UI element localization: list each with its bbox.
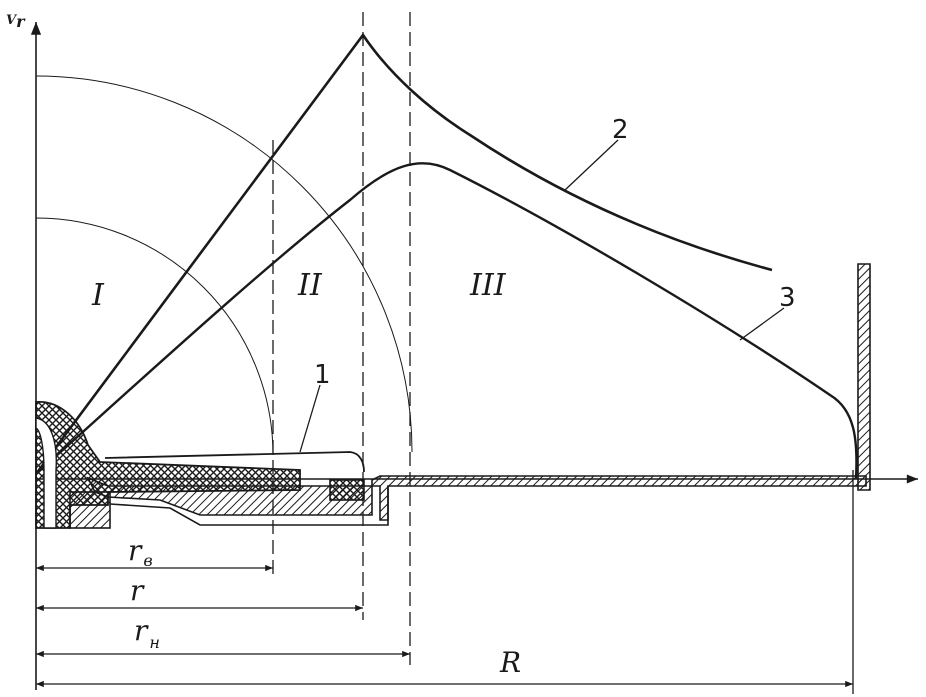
zone-label-2: II — [297, 268, 323, 303]
separator-plate — [86, 475, 867, 521]
dim-label-R: R — [499, 646, 521, 679]
leader-2 — [564, 139, 619, 191]
leader-1 — [299, 384, 321, 453]
velocity-curve-3 — [35, 162, 858, 480]
zone-label-1: I — [91, 278, 105, 313]
curve-label-2: 2 — [612, 115, 629, 145]
leader-3 — [739, 307, 785, 341]
zone-label-3: III — [469, 268, 507, 303]
outer-radius-arc — [35, 75, 413, 453]
dim-label-r: r — [130, 574, 145, 607]
velocity-curve-1 — [104, 451, 365, 473]
curve-label-1: 1 — [314, 360, 331, 390]
curve-label-3: 3 — [779, 283, 796, 313]
lower-contour — [109, 486, 389, 526]
vertical-axis-label: Vr — [6, 12, 26, 31]
outer-wall — [857, 263, 871, 491]
velocity-curve-2 — [34, 32, 773, 475]
inner-radius-arc — [35, 217, 274, 456]
hub-nut — [69, 491, 111, 529]
hub-bore — [35, 417, 58, 529]
